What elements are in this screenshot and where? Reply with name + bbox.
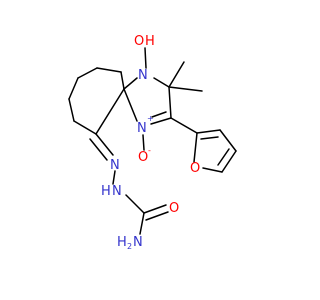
bond-c-nh2: [139, 212, 145, 235]
molecule-structure: O H N N + O - O N H N O H 2 N: [68, 34, 237, 251]
bond-ring7-1: [120, 71, 125, 90]
nh-hydrogen-label: H: [101, 184, 111, 199]
bond-n1-c2: [153, 77, 170, 88]
n1-label: N: [138, 68, 148, 83]
bond-c-o-a: [143, 204, 167, 214]
bond-ring7-7: [95, 88, 125, 135]
bond-ring7-4: [68, 77, 79, 100]
bond-c-o-b: [145, 211, 169, 221]
bond-ring7-5: [68, 98, 75, 122]
n4-charge-label: +: [147, 114, 154, 123]
bond-ring7-2: [96, 67, 122, 73]
bond-methyl-1: [168, 61, 185, 88]
oh-oxygen-label: O: [134, 34, 144, 49]
bond-c-n-hydrazone-a: [95, 133, 114, 156]
bond-furan-2: [202, 167, 223, 173]
carbonyl-oxygen-label: O: [169, 201, 179, 216]
bond-spiro-n1: [123, 77, 138, 90]
hydrazone-n-label: N: [110, 158, 120, 173]
nh2-subscript-label: 2: [127, 242, 132, 251]
nh2-nitrogen-label: N: [133, 235, 143, 250]
nh-nitrogen-label: N: [112, 184, 122, 199]
bond-nh-c: [125, 194, 145, 214]
bond-c3-furan: [170, 117, 198, 134]
bond-furan-3b: [217, 148, 230, 166]
n-oxide-charge-label: -: [148, 146, 151, 155]
bond-methyl-2: [168, 86, 203, 92]
atom-labels: O H N N + O - O N H N O H 2 N: [101, 34, 200, 251]
bond-n4-spiro: [123, 88, 138, 122]
bond-furan-4: [219, 129, 237, 152]
bond-c3-n4-a: [150, 117, 172, 125]
n-oxide-oxygen-label: O: [138, 150, 148, 165]
bond-furan-5b: [200, 136, 219, 140]
oh-hydrogen-label: H: [145, 34, 155, 49]
bond-n1-oh: [144, 47, 147, 69]
bond-furan-3: [221, 150, 237, 173]
nh2-hydrogen-label: H: [117, 235, 127, 250]
bond-c2-c3: [168, 86, 172, 119]
bond-ring7-6: [73, 120, 97, 135]
bond-furan-1: [193, 132, 198, 163]
bonds: [68, 47, 237, 235]
furan-oxygen-label: O: [190, 161, 200, 176]
bond-n4-o: [142, 134, 145, 151]
bond-c3-n4-b: [151, 111, 167, 118]
bond-furan-5: [196, 129, 221, 134]
bond-ring7-3: [77, 67, 98, 79]
bond-n-n: [112, 170, 116, 185]
n4-label: N: [137, 121, 147, 136]
bond-c-n-hydrazone-b: [89, 138, 108, 161]
